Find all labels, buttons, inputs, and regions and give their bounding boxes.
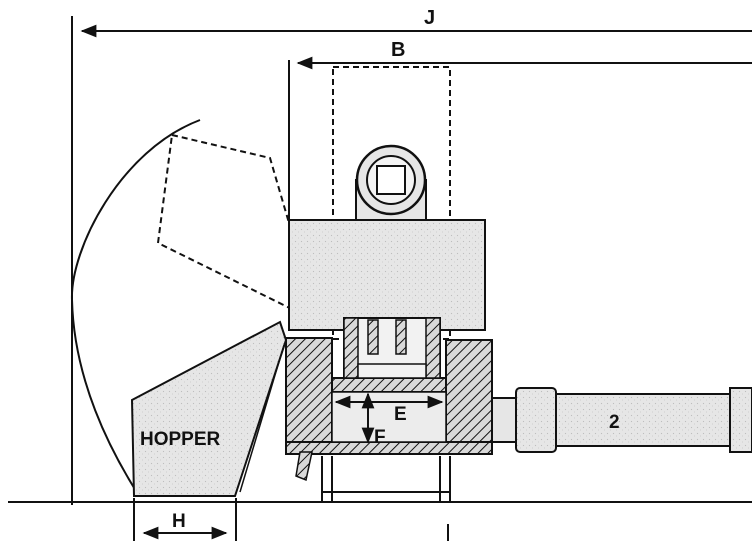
label-b: B xyxy=(391,39,405,61)
lift-envelope-outline xyxy=(332,66,451,340)
upper-body xyxy=(288,219,486,331)
center-housing xyxy=(285,337,493,455)
cylinder-2 xyxy=(491,387,752,453)
hopper xyxy=(130,320,288,497)
label-f: F xyxy=(374,427,386,448)
hopper-swing-arc xyxy=(70,119,201,495)
dimension-h xyxy=(133,498,237,541)
dimension-j xyxy=(71,16,752,505)
label-j: J xyxy=(424,7,435,29)
hopper-label: HOPPER xyxy=(140,429,221,450)
top-fitting xyxy=(355,144,427,221)
label-h: H xyxy=(172,511,186,532)
support-legs xyxy=(295,451,451,502)
part-2-label: 2 xyxy=(609,412,620,433)
label-e: E xyxy=(394,404,407,425)
inner-cup xyxy=(343,317,441,379)
